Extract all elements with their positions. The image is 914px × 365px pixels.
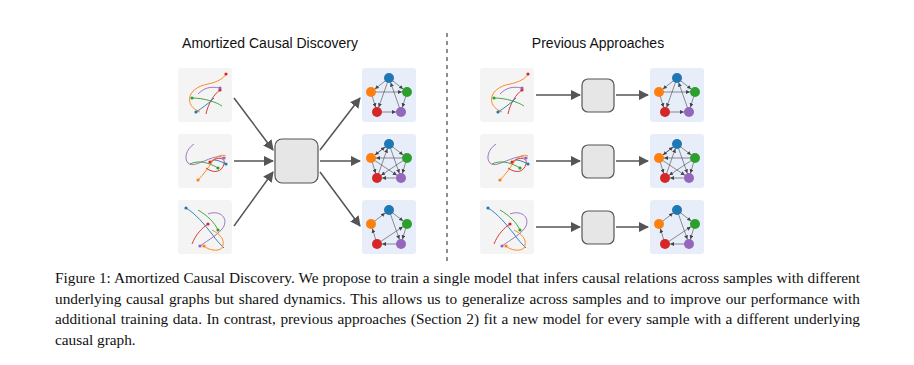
model-box <box>582 145 614 178</box>
model-box <box>582 79 614 112</box>
figure-caption: Figure 1: Amortized Causal Discovery. We… <box>55 268 860 350</box>
causal-graph <box>362 68 416 122</box>
panel-divider <box>446 33 447 262</box>
trajectory-plot <box>178 68 232 122</box>
trajectory-plot <box>480 134 534 188</box>
causal-graph <box>650 68 704 122</box>
trajectory-plot <box>178 134 232 188</box>
panel-heading: Previous Approaches <box>532 35 664 51</box>
flow-arrows <box>234 98 360 226</box>
causal-graph <box>362 134 416 188</box>
model-box <box>275 139 318 183</box>
trajectory-plot <box>178 200 232 254</box>
causal-graph <box>650 200 704 254</box>
flow-arrows <box>536 95 648 227</box>
causal-graph <box>362 200 416 254</box>
trajectory-plot <box>480 68 534 122</box>
model-box <box>582 211 614 244</box>
causal-graph <box>650 134 704 188</box>
panel-heading: Amortized Causal Discovery <box>182 35 358 51</box>
trajectory-plot <box>480 200 534 254</box>
